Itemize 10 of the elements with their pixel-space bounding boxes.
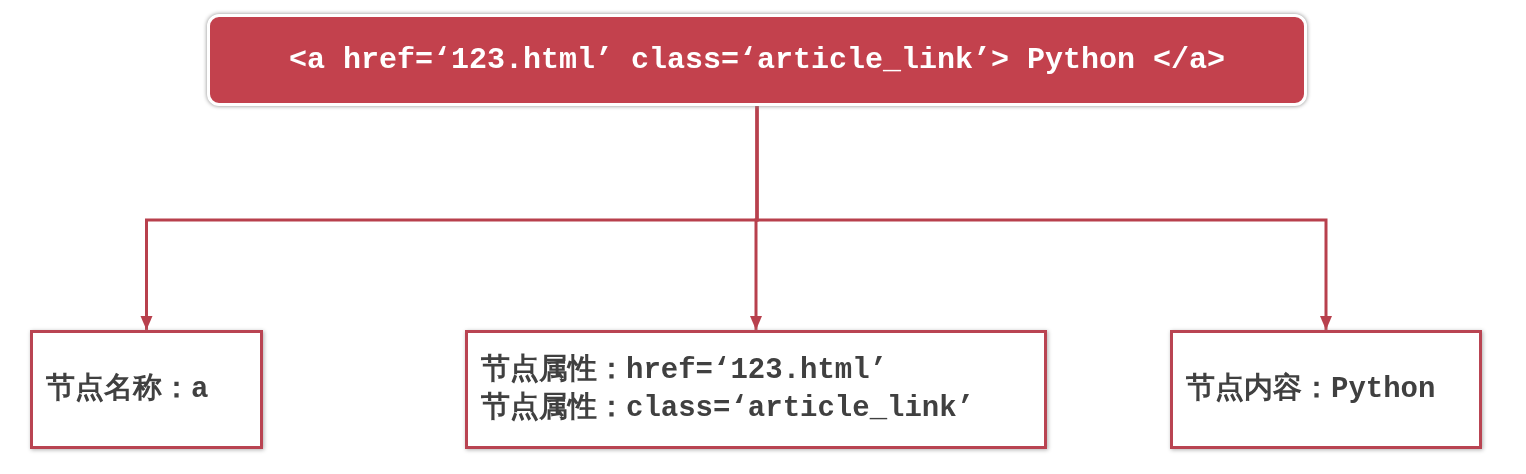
- label-text: 节点内容：Python: [1186, 371, 1436, 408]
- attribute-text: 节点属性：class=‘article_link’: [481, 390, 975, 427]
- attribute-text: 节点属性：href=‘123.html’: [481, 352, 888, 389]
- label-text: 节点名称：a: [46, 371, 209, 408]
- info-box: [1170, 330, 1482, 449]
- code-box: [207, 14, 1307, 106]
- info-box: [465, 330, 1047, 449]
- arrow: [755, 106, 1332, 330]
- code-text: <a href=‘123.html’ class=‘article_link’> Python </a>: [288, 42, 1226, 78]
- info-box: [30, 330, 263, 449]
